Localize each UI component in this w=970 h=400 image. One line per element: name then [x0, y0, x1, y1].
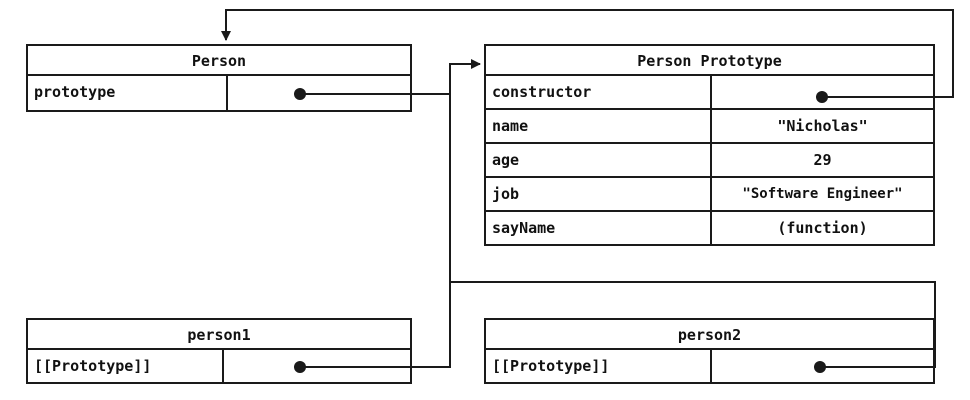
- prototype-row-job: job "Software Engineer": [486, 178, 933, 212]
- person1-prototype-key: [[Prototype]]: [28, 350, 224, 384]
- person-prototype-key: prototype: [28, 76, 228, 110]
- person-prototype-pointer-dot: [294, 88, 306, 100]
- constructor-key: constructor: [486, 76, 712, 108]
- name-key: name: [486, 110, 712, 142]
- person1-title: person1: [28, 320, 410, 350]
- age-key: age: [486, 144, 712, 176]
- job-value: "Software Engineer": [742, 186, 903, 202]
- person2-prototype-pointer-dot: [814, 361, 826, 373]
- prototype-row-sayname: sayName (function): [486, 212, 933, 246]
- prototype-row-name: name "Nicholas": [486, 110, 933, 144]
- connector-person2-prototype: [450, 281, 936, 368]
- person1-row-prototype: [[Prototype]]: [28, 350, 410, 384]
- person-box: Person prototype: [26, 44, 412, 112]
- age-value: 29: [813, 151, 832, 169]
- sayname-value: (function): [777, 219, 868, 237]
- person-prototype-box: Person Prototype constructor name "Nicho…: [484, 44, 935, 246]
- person2-box: person2 [[Prototype]]: [484, 318, 935, 384]
- person2-row-prototype: [[Prototype]]: [486, 350, 933, 384]
- person1-box: person1 [[Prototype]]: [26, 318, 412, 384]
- person1-prototype-pointer-dot: [294, 361, 306, 373]
- prototype-row-constructor: constructor: [486, 76, 933, 110]
- person-prototype-title: Person Prototype: [486, 46, 933, 76]
- prototype-row-age: age 29: [486, 144, 933, 178]
- name-value: "Nicholas": [777, 117, 868, 135]
- person-row-prototype: prototype: [28, 76, 410, 110]
- job-key: job: [486, 178, 712, 210]
- person-title: Person: [28, 46, 410, 76]
- connector-constructor-to-person: [221, 9, 954, 98]
- person2-prototype-key: [[Prototype]]: [486, 350, 712, 384]
- sayname-key: sayName: [486, 212, 712, 246]
- constructor-pointer-dot: [816, 91, 828, 103]
- connector-person-prototype: [300, 59, 481, 95]
- person2-title: person2: [486, 320, 933, 350]
- connector-person1-prototype: [300, 94, 451, 368]
